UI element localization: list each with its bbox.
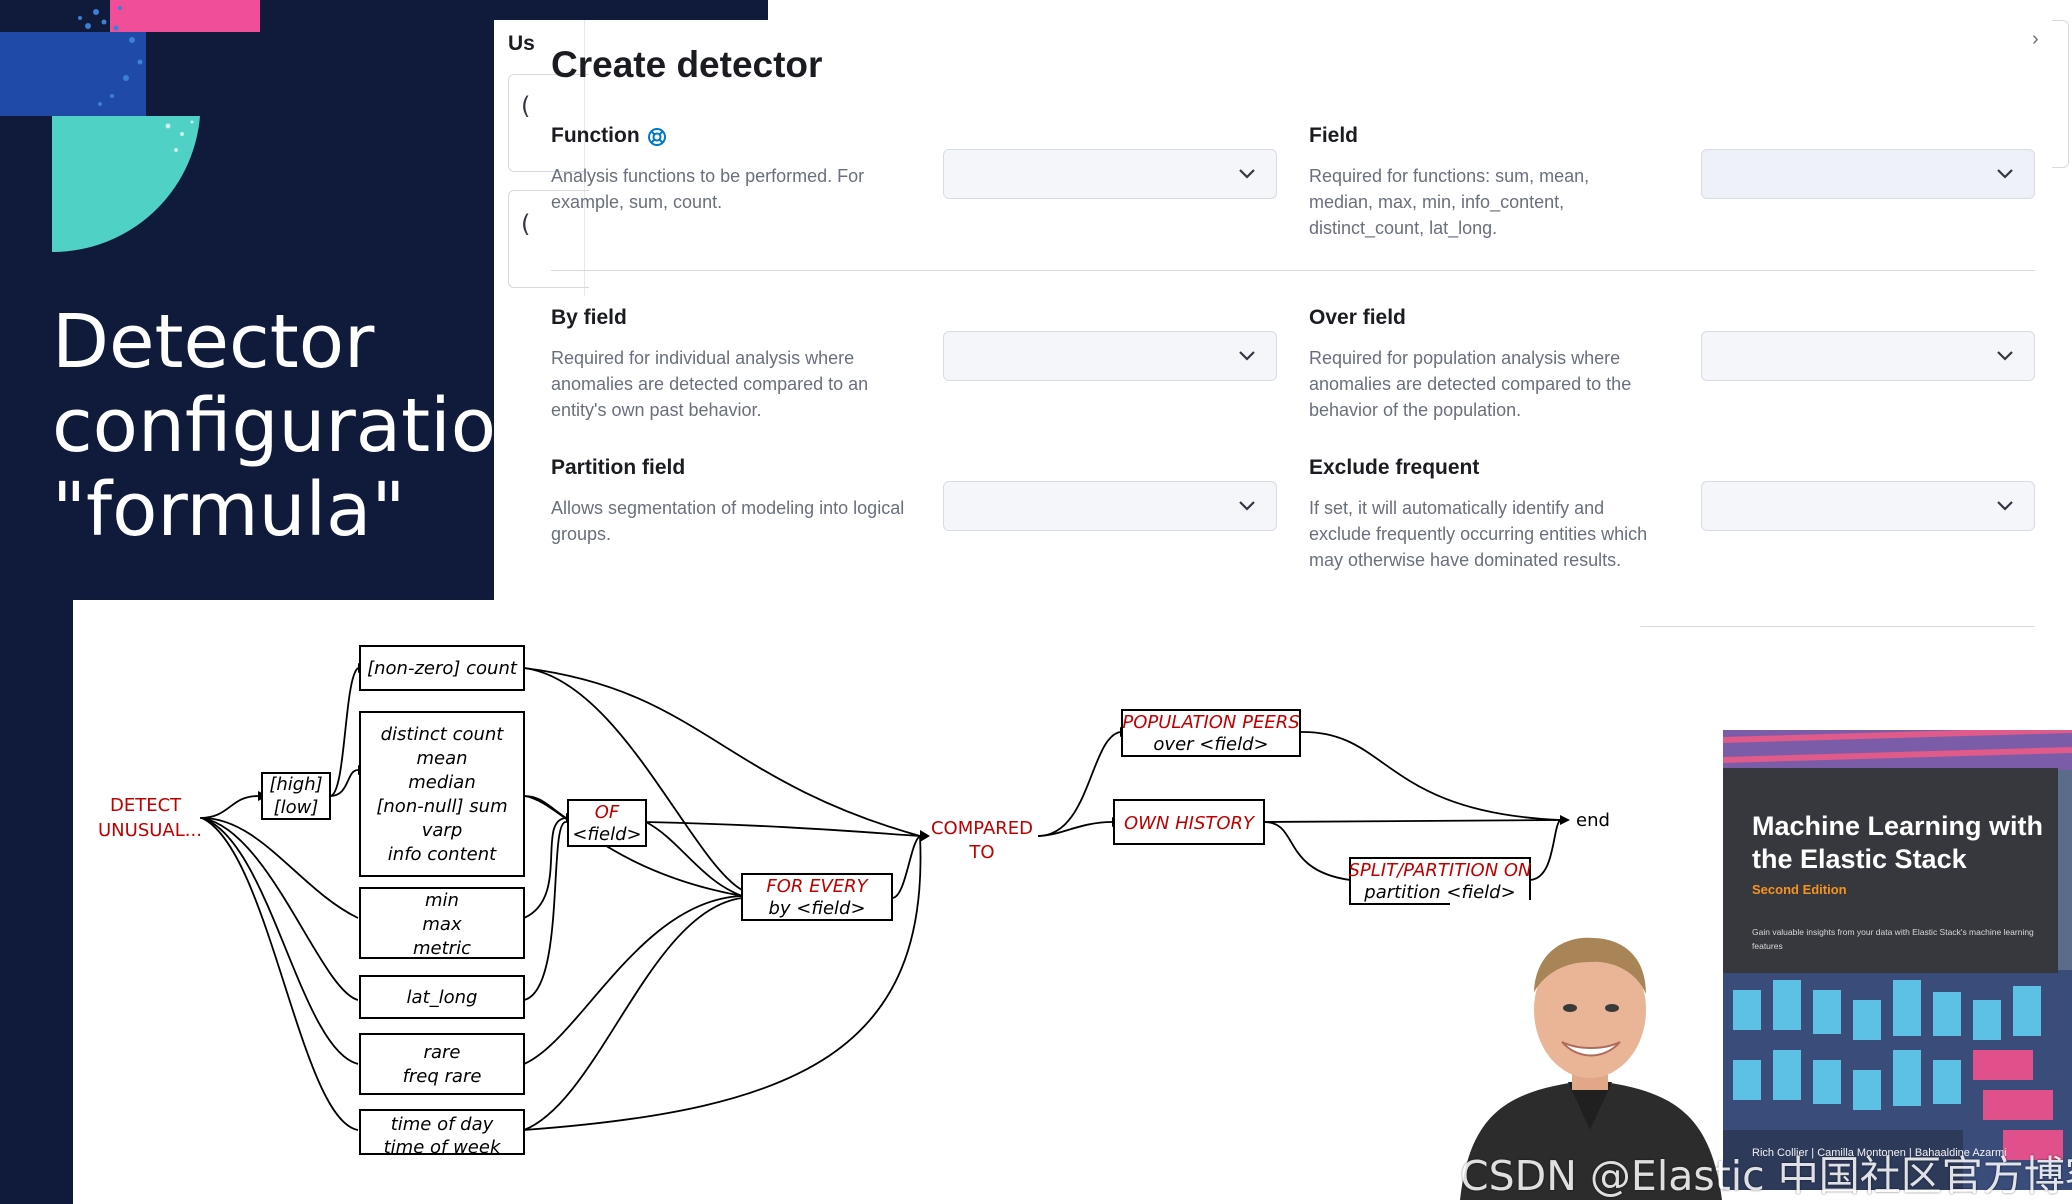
function-time-of-week: time of week [384, 1137, 502, 1158]
start-label-1: DETECT [110, 795, 182, 816]
function-time-of-day: time of day [391, 1114, 494, 1135]
over-field-select[interactable] [1701, 331, 2035, 381]
partition-field-select[interactable] [943, 481, 1277, 531]
function-freq-rare: freq rare [403, 1066, 482, 1087]
by-field-description: Required for individual analysis where a… [551, 348, 869, 420]
background-input-text: ( [521, 210, 531, 238]
function-median: median [408, 772, 475, 793]
exclude-frequent-description: If set, it will automatically identify a… [1309, 498, 1648, 570]
partition-field-description: Allows segmentation of modeling into log… [551, 498, 905, 544]
time-box [359, 1109, 525, 1155]
background-input[interactable] [508, 190, 589, 288]
end-label: end [1576, 810, 1610, 831]
by-field-select[interactable] [943, 331, 1277, 381]
over-field-label-diagram: over <field> [1153, 734, 1268, 755]
book-subtitle: Gain valuable insights from your data wi… [1752, 927, 2034, 951]
decorative-shapes [0, 0, 260, 253]
background-input-text: ( [521, 92, 531, 120]
function-info-content: info content [388, 844, 497, 865]
partition-field-label-diagram: partition <field> [1363, 882, 1515, 903]
function-label: Function [551, 124, 640, 147]
over-field-description: Required for population analysis where a… [1309, 348, 1632, 420]
field-label: Field [1309, 124, 1359, 147]
chevron-down-icon [1239, 351, 1255, 361]
function-lat-long: lat_long [407, 987, 478, 1008]
metric-box [359, 887, 525, 959]
chevron-down-icon [1239, 501, 1255, 511]
of-field-label: <field> [572, 824, 641, 845]
for-every-label: FOR EVERY [766, 876, 869, 897]
function-max: max [422, 914, 462, 935]
background-input[interactable] [508, 74, 589, 172]
chevron-down-icon [1997, 169, 2013, 179]
exclude-frequent-label: Exclude frequent [1309, 456, 1480, 479]
field-description: Required for functions: sum, mean, media… [1309, 166, 1590, 238]
slide-title: Detector configuration "formula" [52, 299, 543, 553]
function-select[interactable] [943, 149, 1277, 199]
function-metric: metric [413, 938, 471, 959]
function-sum: [non-null] sum [376, 796, 507, 817]
population-label: POPULATION PEERS [1122, 712, 1299, 733]
function-min: min [425, 890, 459, 911]
exclude-frequent-select[interactable] [1701, 481, 2035, 531]
geo-box [359, 975, 525, 1019]
stats-box [359, 711, 525, 877]
own-history-label: OWN HISTORY [1124, 813, 1256, 834]
chevron-down-icon [1997, 501, 2013, 511]
for-every-box [741, 873, 893, 921]
background-card [494, 20, 585, 296]
population-box [1121, 709, 1301, 757]
by-field-label-diagram: by <field> [768, 898, 865, 919]
count-box [359, 645, 525, 691]
of-field-box [567, 799, 647, 847]
background-card-label: Us [508, 32, 535, 55]
function-mean: mean [416, 748, 467, 769]
section-divider [1640, 626, 2035, 627]
compared-label-2: TO [968, 842, 994, 863]
rare-box [359, 1033, 525, 1095]
start-label-2: UNUSUAL... [98, 820, 202, 841]
function-count: [non-zero] count [367, 658, 518, 679]
chevron-down-icon [1239, 169, 1255, 179]
split-label: SPLIT/PARTITION ON [1348, 860, 1531, 881]
function-distinct-count: distinct count [381, 724, 505, 745]
create-detector-modal [494, 20, 2072, 640]
direction-high: [high] [269, 774, 322, 795]
function-rare: rare [424, 1042, 461, 1063]
book-title-panel [1723, 768, 2058, 973]
partition-field-label: Partition field [551, 456, 686, 479]
modal-close-button[interactable]: › [2032, 28, 2039, 50]
book-title: Machine Learning with the Elastic Stack [1752, 811, 2044, 874]
over-field-label: Over field [1309, 306, 1406, 329]
presenter-photo [1450, 900, 1730, 1200]
by-field-label: By field [551, 306, 627, 329]
chevron-down-icon [1997, 351, 2013, 361]
help-icon[interactable] [647, 127, 667, 147]
modal-title: Create detector [551, 44, 823, 85]
background-card-edge [2052, 20, 2069, 168]
compared-label-1: COMPARED [931, 818, 1033, 839]
field-select[interactable] [1701, 149, 2035, 199]
split-box [1349, 857, 1531, 905]
watermark: CSDN @Elastic 中国社区官方博客 [1460, 1152, 2072, 1200]
own-history-box [1113, 799, 1265, 845]
direction-box [261, 772, 331, 820]
direction-low: [low] [274, 797, 319, 818]
function-description: Analysis functions to be performed. For … [551, 166, 865, 212]
book-edition: Second Edition [1752, 882, 1847, 897]
function-varp: varp [422, 820, 463, 841]
of-label: OF [595, 802, 620, 823]
book-authors: Rich Collier | Camilla Montonen | Bahaal… [1752, 1147, 2007, 1159]
section-divider [551, 270, 2035, 271]
